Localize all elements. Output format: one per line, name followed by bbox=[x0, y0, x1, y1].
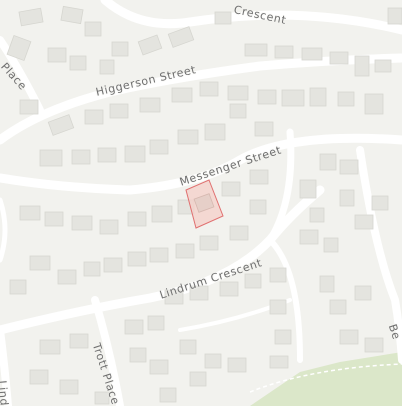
park-path bbox=[249, 363, 402, 393]
park-area bbox=[250, 352, 402, 406]
buildings bbox=[6, 5, 402, 405]
highlighted-lot[interactable] bbox=[185, 179, 224, 229]
